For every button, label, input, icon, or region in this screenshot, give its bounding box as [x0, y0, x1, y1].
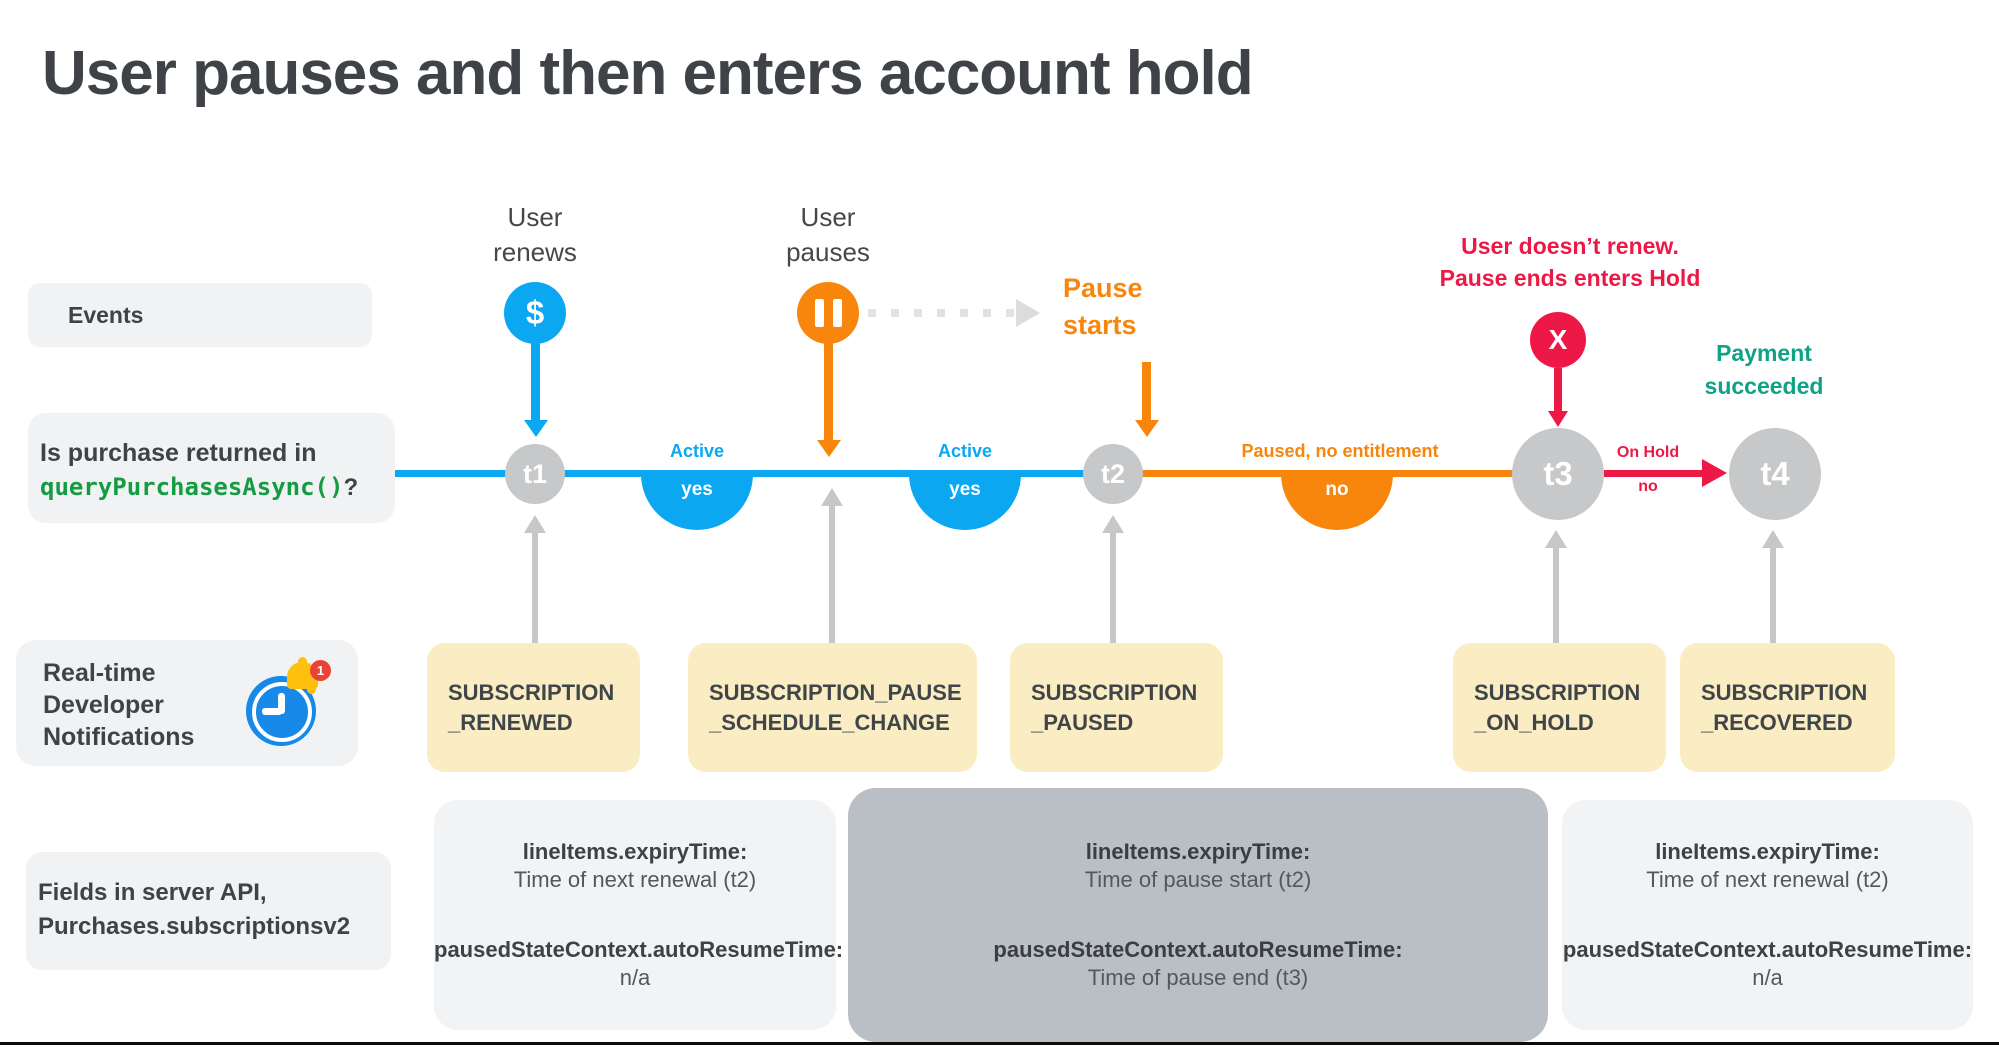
pause-down-arrow [824, 343, 833, 440]
query-purchases-code: queryPurchasesAsync() [40, 473, 344, 501]
renew-down-arrow [531, 343, 540, 420]
fields-label: Fields in server API, Purchases.subscrip… [38, 879, 351, 940]
notification-box-paused: SUBSCRIPTION _PAUSED [1010, 643, 1223, 772]
page-title: User pauses and then enters account hold [42, 39, 1254, 108]
notification-box-recovered: SUBSCRIPTION _RECOVERED [1680, 643, 1895, 772]
timeline-paused-segment [1113, 470, 1513, 477]
payment-succeeded-label: Payment succeeded [1704, 340, 1824, 399]
user-pauses-label: User pauses [786, 202, 870, 267]
entitlement-no-badge: no [1281, 474, 1393, 530]
row-label-events: Events [28, 283, 372, 347]
paused-state-label: Paused, no entitlement [1241, 441, 1439, 461]
user-doesnt-renew-label: User doesn’t renew. Pause ends enters Ho… [1439, 233, 1701, 291]
entitlement-yes-badge-2: yes [909, 474, 1021, 530]
rtdn-up-arrow-2 [829, 506, 835, 643]
entitlement-yes-badge-1: yes [641, 474, 753, 530]
timeline-node-t2: t2 [1083, 444, 1143, 504]
clock-icon [246, 676, 316, 746]
notification-box-on-hold: SUBSCRIPTION _ON_HOLD [1453, 643, 1666, 772]
fields-box-recovered: lineItems.expiryTime:Time of next renewa… [1562, 800, 1973, 1030]
timeline-node-t3: t3 [1512, 428, 1604, 520]
clock-hand-horizontal [262, 708, 282, 715]
question-mark: ? [343, 474, 359, 501]
hold-down-arrow [1554, 368, 1562, 411]
rtdn-up-arrow-4 [1553, 548, 1559, 643]
bottom-divider [0, 1042, 1999, 1045]
on-hold-answer-label: no [1638, 478, 1658, 495]
pause-starts-label: Pause starts [1063, 273, 1143, 340]
rtdn-up-arrow-3 [1110, 533, 1116, 643]
rtdn-up-arrow-5 [1770, 548, 1776, 643]
timeline-active-segment [395, 470, 1113, 477]
pause-schedule-dotted-arrow [868, 309, 1016, 317]
notification-box-renewed: SUBSCRIPTION _RENEWED [427, 643, 640, 772]
hold-x-icon: X [1530, 312, 1586, 368]
rtdn-label: Real-time Developer Notifications [43, 659, 195, 751]
purchase-question-text: Is purchase returned in [40, 439, 317, 467]
row-label-fields: Fields in server API, Purchases.subscrip… [26, 852, 391, 970]
fields-box-paused: lineItems.expiryTime:Time of pause start… [848, 788, 1548, 1042]
notification-box-pause-schedule-change: SUBSCRIPTION_PAUSE _SCHEDULE_CHANGE [688, 643, 977, 772]
user-renews-label: User renews [493, 202, 577, 267]
events-label: Events [68, 301, 144, 328]
clock-hand-vertical [278, 693, 285, 714]
active-state-label-2: Active [937, 441, 993, 461]
hold-arrowhead-icon [1702, 459, 1727, 487]
timeline-node-t4: t4 [1729, 428, 1821, 520]
pause-icon [797, 282, 859, 344]
row-label-purchase-question: Is purchase returned in queryPurchasesAs… [28, 413, 395, 523]
on-hold-state-label: On Hold [1616, 444, 1680, 461]
fields-box-renewed: lineItems.expiryTime:Time of next renewa… [434, 800, 843, 1030]
dotted-arrowhead-icon [1016, 299, 1040, 327]
timeline-node-t1: t1 [505, 444, 565, 504]
active-state-label-1: Active [669, 441, 725, 461]
renew-dollar-icon: $ [504, 282, 566, 344]
pause-starts-down-arrow [1142, 362, 1151, 420]
purchase-question-code: queryPurchasesAsync()? [40, 473, 358, 502]
rtdn-up-arrow-1 [532, 533, 538, 643]
clock-ring [252, 682, 312, 742]
notification-badge: 1 [310, 660, 331, 681]
timeline-hold-arrow [1604, 470, 1704, 477]
